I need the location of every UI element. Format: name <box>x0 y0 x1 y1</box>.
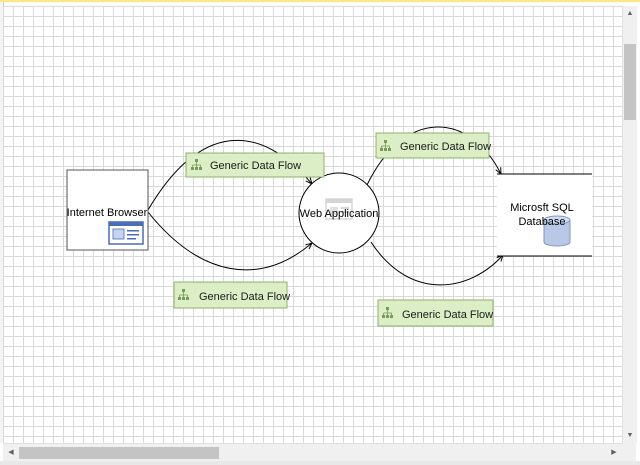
vertical-scroll-thumb[interactable] <box>624 44 636 120</box>
webapp-label: Web Application <box>300 208 379 220</box>
scroll-down-icon[interactable]: ▼ <box>626 432 634 439</box>
scroll-left-icon[interactable]: ◀ <box>8 449 14 456</box>
horizontal-scrollbar[interactable]: ◀ ▶ <box>3 443 622 462</box>
flow-connector[interactable] <box>147 211 312 271</box>
status-strip <box>0 461 640 465</box>
flow-label-box[interactable]: Generic Data Flow <box>375 132 491 159</box>
vertical-scrollbar[interactable]: ▲ ▼ <box>622 6 637 443</box>
flow-label: Generic Data Flow <box>210 160 301 172</box>
browser-label: Internet Browser <box>67 207 148 219</box>
application-icon <box>325 198 353 220</box>
flow-label: Generic Data Flow <box>199 291 290 303</box>
flow-label-box[interactable]: Generic Data Flow <box>377 299 494 327</box>
scroll-right-icon[interactable]: ▶ <box>611 449 617 456</box>
database-cylinder-icon <box>543 215 571 247</box>
horizontal-scroll-thumb[interactable] <box>19 447 219 459</box>
flow-label: Generic Data Flow <box>402 309 493 321</box>
flow-label-box[interactable]: Generic Data Flow <box>173 281 290 309</box>
browser-node[interactable]: Internet Browser <box>66 169 149 251</box>
flow-connector[interactable] <box>370 241 503 286</box>
database-label-line1: Microsft SQL <box>510 202 574 214</box>
scroll-up-icon[interactable]: ▲ <box>626 10 634 17</box>
flow-label: Generic Data Flow <box>400 141 491 153</box>
database-label-line2: Database <box>518 216 565 228</box>
flow-label-box[interactable]: Generic Data Flow <box>185 152 325 178</box>
browser-window-icon <box>108 221 144 245</box>
scrollbar-corner <box>622 443 636 461</box>
webapp-node[interactable]: Web Application <box>298 172 380 254</box>
database-node[interactable]: Microsft SQL Database <box>497 173 592 257</box>
